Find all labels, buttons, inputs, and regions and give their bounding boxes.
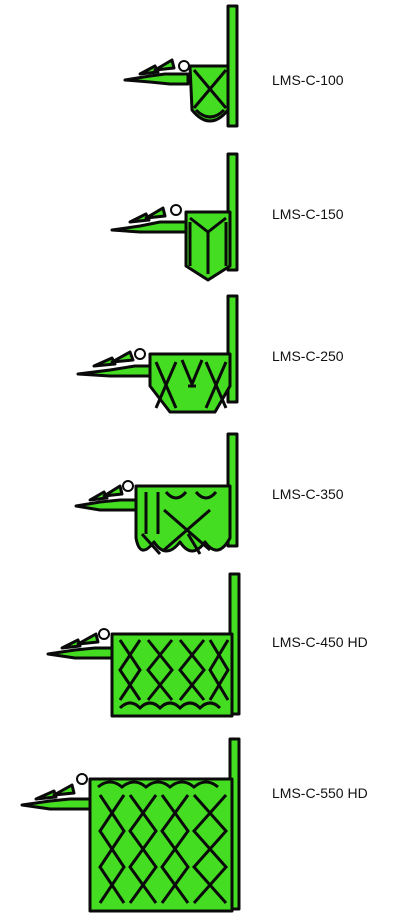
profile-drawing-lms-c-150 [110,152,239,282]
profile-row-lms-c-250: LMS-C-250 [0,290,402,430]
profile-label: LMS-C-550 HD [272,785,368,801]
profile-drawing-lms-c-350 [74,432,239,556]
profile-row-lms-c-350: LMS-C-350 [0,430,402,570]
profile-label: LMS-C-100 [272,72,344,88]
profile-row-lms-c-150: LMS-C-150 [0,150,402,290]
profile-drawing-lms-c-550-hd [20,737,241,913]
profile-label: LMS-C-150 [272,206,344,222]
profile-label: LMS-C-450 HD [272,634,368,650]
profile-drawing-lms-c-250 [76,294,239,414]
profile-row-lms-c-450-hd: LMS-C-450 HD [0,570,402,735]
profile-row-lms-c-100: LMS-C-100 [0,0,402,150]
profile-label: LMS-C-350 [272,486,344,502]
profile-row-lms-c-550-hd: LMS-C-550 HD [0,735,402,916]
profile-drawing-lms-c-450-hd [46,572,241,718]
profile-label: LMS-C-250 [272,348,344,364]
profile-drawing-lms-c-100 [123,4,239,128]
